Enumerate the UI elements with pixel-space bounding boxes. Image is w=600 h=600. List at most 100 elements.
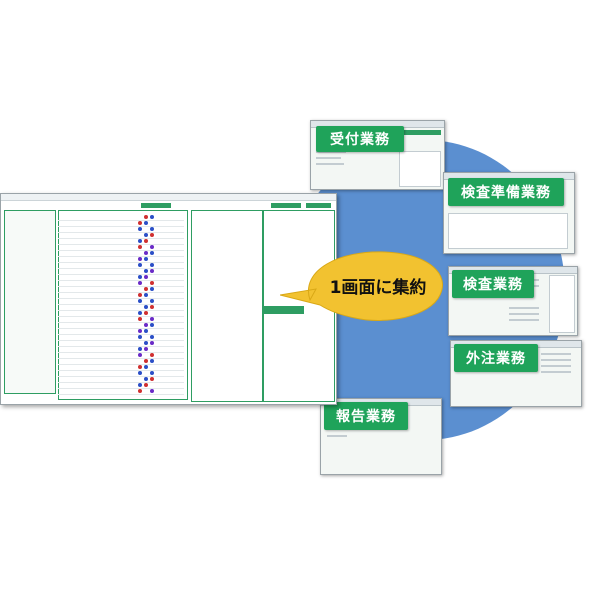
outsourcing-label: 外注業務 — [454, 344, 538, 372]
status-dot — [138, 221, 142, 225]
status-dot — [150, 299, 154, 303]
inspection-prep-label: 検査準備業務 — [448, 178, 564, 206]
status-dot — [150, 353, 154, 357]
table-row — [58, 383, 184, 389]
table-row — [58, 257, 184, 263]
status-dot — [150, 281, 154, 285]
status-dot — [144, 383, 148, 387]
status-dot — [138, 293, 142, 297]
status-dot — [138, 239, 142, 243]
table-row — [58, 365, 184, 371]
status-dot — [150, 251, 154, 255]
status-dot — [144, 239, 148, 243]
status-dot — [150, 263, 154, 267]
callout-bubble — [280, 251, 443, 321]
status-dot — [150, 215, 154, 219]
report-label: 報告業務 — [324, 402, 408, 430]
status-dot — [144, 341, 148, 345]
table-row — [58, 281, 184, 287]
table-panel — [58, 210, 188, 400]
status-dot — [150, 389, 154, 393]
table-row — [58, 377, 184, 383]
inspection-label: 検査業務 — [452, 270, 534, 298]
table-row — [58, 245, 184, 251]
status-dot — [150, 227, 154, 231]
table-row — [58, 347, 184, 353]
table-row — [58, 305, 184, 311]
status-dot — [138, 275, 142, 279]
table-row — [58, 239, 184, 245]
table-row — [58, 251, 184, 257]
status-dot — [144, 329, 148, 333]
status-dot — [150, 305, 154, 309]
status-dot — [150, 245, 154, 249]
status-dot — [138, 383, 142, 387]
status-dot — [138, 371, 142, 375]
table-row — [58, 269, 184, 275]
status-dot — [144, 269, 148, 273]
status-dot — [144, 251, 148, 255]
status-dot — [138, 329, 142, 333]
status-dot — [138, 347, 142, 351]
table-row — [58, 329, 184, 335]
table-row — [58, 311, 184, 317]
table-row — [58, 341, 184, 347]
status-dot — [138, 263, 142, 267]
status-dot — [144, 233, 148, 237]
table-row — [58, 293, 184, 299]
table-row — [58, 299, 184, 305]
status-dot — [150, 359, 154, 363]
status-dot — [150, 377, 154, 381]
status-dot — [138, 227, 142, 231]
table-row — [58, 287, 184, 293]
table-row — [58, 227, 184, 233]
status-dot — [138, 245, 142, 249]
status-dot — [138, 281, 142, 285]
status-dot — [138, 365, 142, 369]
consolidation-caption: 1画面に集約 — [329, 277, 427, 298]
table-rows — [58, 215, 184, 395]
table-row — [58, 335, 184, 341]
status-dot — [138, 317, 142, 321]
status-dot — [150, 323, 154, 327]
table-row — [58, 389, 184, 395]
table-row — [58, 263, 184, 269]
status-dot — [144, 257, 148, 261]
table-row — [58, 353, 184, 359]
status-dot — [144, 347, 148, 351]
status-dot — [144, 311, 148, 315]
status-dot — [144, 377, 148, 381]
status-dot — [144, 221, 148, 225]
status-dot — [144, 359, 148, 363]
table-row — [58, 317, 184, 323]
table-row — [58, 215, 184, 221]
reception-label: 受付業務 — [316, 126, 404, 152]
status-dot — [144, 365, 148, 369]
status-dot — [138, 353, 142, 357]
status-dot — [144, 305, 148, 309]
status-dot — [150, 371, 154, 375]
status-dot — [150, 269, 154, 273]
table-row — [58, 371, 184, 377]
table-row — [58, 221, 184, 227]
status-dot — [144, 275, 148, 279]
table-row — [58, 275, 184, 281]
status-dot — [150, 335, 154, 339]
status-dot — [150, 317, 154, 321]
status-dot — [150, 233, 154, 237]
status-dot — [144, 293, 148, 297]
status-dot — [138, 335, 142, 339]
main-application-screenshot — [0, 193, 337, 405]
table-row — [58, 233, 184, 239]
table-row — [58, 323, 184, 329]
status-dot — [144, 215, 148, 219]
detail-panel — [191, 210, 263, 402]
status-dot — [150, 341, 154, 345]
status-dot — [138, 389, 142, 393]
status-dot — [138, 311, 142, 315]
sidebar-panel — [4, 210, 56, 394]
status-dot — [150, 287, 154, 291]
table-row — [58, 359, 184, 365]
status-dot — [138, 299, 142, 303]
status-dot — [138, 257, 142, 261]
